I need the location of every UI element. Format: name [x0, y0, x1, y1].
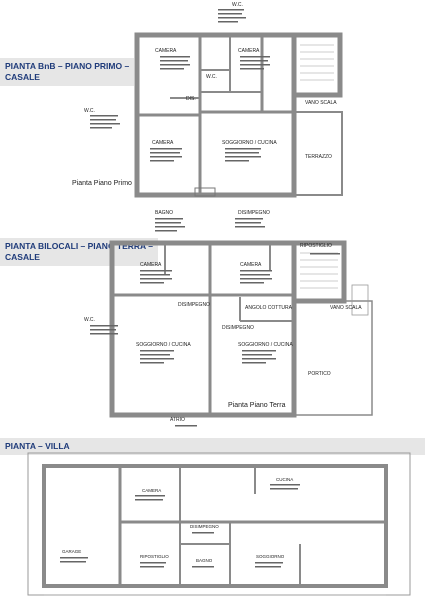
- room-label: CAMERA: [240, 262, 262, 268]
- room-label: VANO SCALA: [330, 305, 362, 311]
- room-label: CAMERA: [155, 48, 177, 54]
- room-label: SOGGIORNO: [256, 554, 285, 559]
- room-label: ATRIO: [170, 417, 185, 423]
- room-label: BAGNO: [196, 558, 213, 563]
- room-label: VANO SCALA: [305, 100, 337, 106]
- floorplan-villa: CAMERA CUCINA GARAGE DISIMPEGNO RIPOSTIG…: [27, 452, 411, 596]
- room-label: DISIMPEGNO: [222, 325, 254, 331]
- room-label: CUCINA: [276, 477, 293, 482]
- floorplan-bilocali: BAGNO DISIMPEGNO CAMERA CAMERA RIPOSTIGL…: [84, 210, 373, 427]
- room-label: SOGGIORNO / CUCINA: [136, 342, 191, 348]
- room-label: W.C.: [206, 74, 217, 80]
- section-villa: PIANTA – VILLA CAMERA CUCINA GARAGE DISI…: [0, 432, 425, 600]
- room-label: SOGGIORNO / CUCINA: [238, 342, 293, 348]
- room-label: CAMERA: [140, 262, 162, 268]
- section-bnb: PIANTA BnB – PIANO PRIMO – CASALE: [0, 0, 425, 205]
- room-label: PORTICO: [308, 371, 331, 377]
- room-label: CAMERA: [152, 140, 174, 146]
- title-line-1: PIANTA BILOCALI – PIANO TERRA –: [5, 241, 153, 251]
- title-line-1: PIANTA BnB – PIANO PRIMO –: [5, 61, 130, 71]
- title-line-2: CASALE: [5, 72, 40, 82]
- room-label: RIPOSTIGLIO: [300, 243, 332, 249]
- room-label: DISIMPEGNO: [178, 302, 210, 308]
- room-label: SOGGIORNO / CUCINA: [222, 140, 277, 146]
- room-label: W.C.: [84, 108, 95, 114]
- room-label: ANGOLO COTTURA: [245, 305, 293, 311]
- section-title-bnb: PIANTA BnB – PIANO PRIMO – CASALE: [0, 58, 135, 86]
- room-label: RIPOSTIGLIO: [140, 554, 169, 559]
- section-bilocali: PIANTA BILOCALI – PIANO TERRA – CASALE: [0, 205, 425, 430]
- room-label: W.C.: [232, 2, 243, 8]
- room-label: GARAGE: [62, 549, 81, 554]
- room-label: W.C.: [84, 317, 95, 323]
- section-title-villa: PIANTA – VILLA: [0, 438, 425, 455]
- room-label: DIS.: [186, 96, 196, 102]
- room-label: CAMERA: [142, 488, 161, 493]
- title-line-1: PIANTA – VILLA: [5, 441, 70, 451]
- room-label: TERRAZZO: [305, 154, 332, 160]
- plan-caption: Pianta Piano Terra: [228, 402, 286, 409]
- floorplan-bnb: CAMERA CAMERA CAMERA W.C. W.C. W.C. DIS.…: [84, 2, 343, 198]
- room-label: BAGNO: [155, 210, 173, 216]
- room-label: DISIMPEGNO: [190, 524, 219, 529]
- room-label: CAMERA: [238, 48, 260, 54]
- room-label: DISIMPEGNO: [238, 210, 270, 216]
- plan-caption: Pianta Piano Primo: [72, 180, 132, 187]
- title-line-2: CASALE: [5, 252, 40, 262]
